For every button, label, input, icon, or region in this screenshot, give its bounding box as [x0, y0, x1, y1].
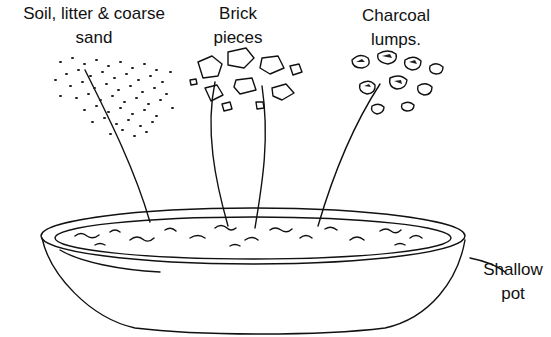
pot-rim-shade	[60, 250, 160, 272]
part-label: Shallow pot	[478, 258, 548, 306]
brick-piece	[260, 56, 284, 74]
leader-line	[318, 84, 380, 226]
charcoal-shade	[356, 54, 417, 87]
brick-piece	[205, 85, 223, 101]
brick-piece	[228, 48, 254, 68]
soil-specks	[55, 58, 173, 136]
pot-rim-inner	[55, 217, 451, 259]
part-label: Soil, litter & coarse sand	[4, 2, 184, 50]
brick-piece	[272, 84, 294, 100]
charcoal-lump	[405, 57, 421, 70]
part-label: Brick pieces	[198, 2, 278, 50]
brick-piece	[234, 78, 256, 94]
part-label: Charcoal lumps.	[340, 4, 452, 52]
brick-piece	[290, 64, 302, 75]
charcoal-lump	[430, 64, 443, 74]
pot-rim-outer	[41, 208, 465, 264]
charcoal-lump	[372, 102, 414, 114]
charcoal-lump	[378, 51, 397, 64]
leader-line	[85, 70, 150, 222]
charcoal-lump	[360, 81, 375, 94]
charcoal-lump	[418, 84, 432, 95]
brick-piece	[198, 56, 222, 78]
brick-piece	[190, 79, 264, 111]
soil-surface	[75, 226, 422, 247]
